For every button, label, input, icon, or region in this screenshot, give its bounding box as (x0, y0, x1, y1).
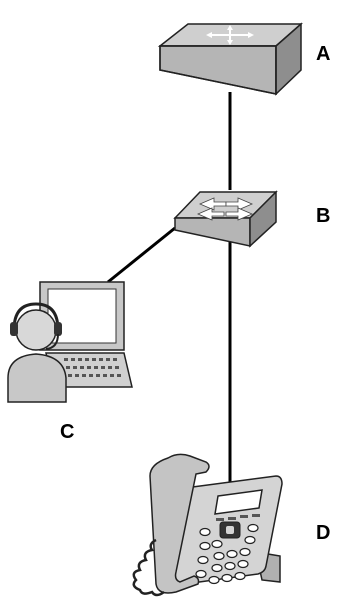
label-router: A (316, 43, 331, 65)
switch-icon (173, 190, 278, 248)
label-phone: D (316, 522, 331, 544)
label-pc-user: C (60, 421, 75, 443)
router-icon (157, 22, 303, 96)
connection-lines (107, 92, 232, 482)
cable-switch-pc (107, 226, 176, 284)
ip-phone-icon (132, 453, 283, 597)
label-switch: B (316, 205, 331, 227)
pc-user-icon (7, 281, 133, 403)
